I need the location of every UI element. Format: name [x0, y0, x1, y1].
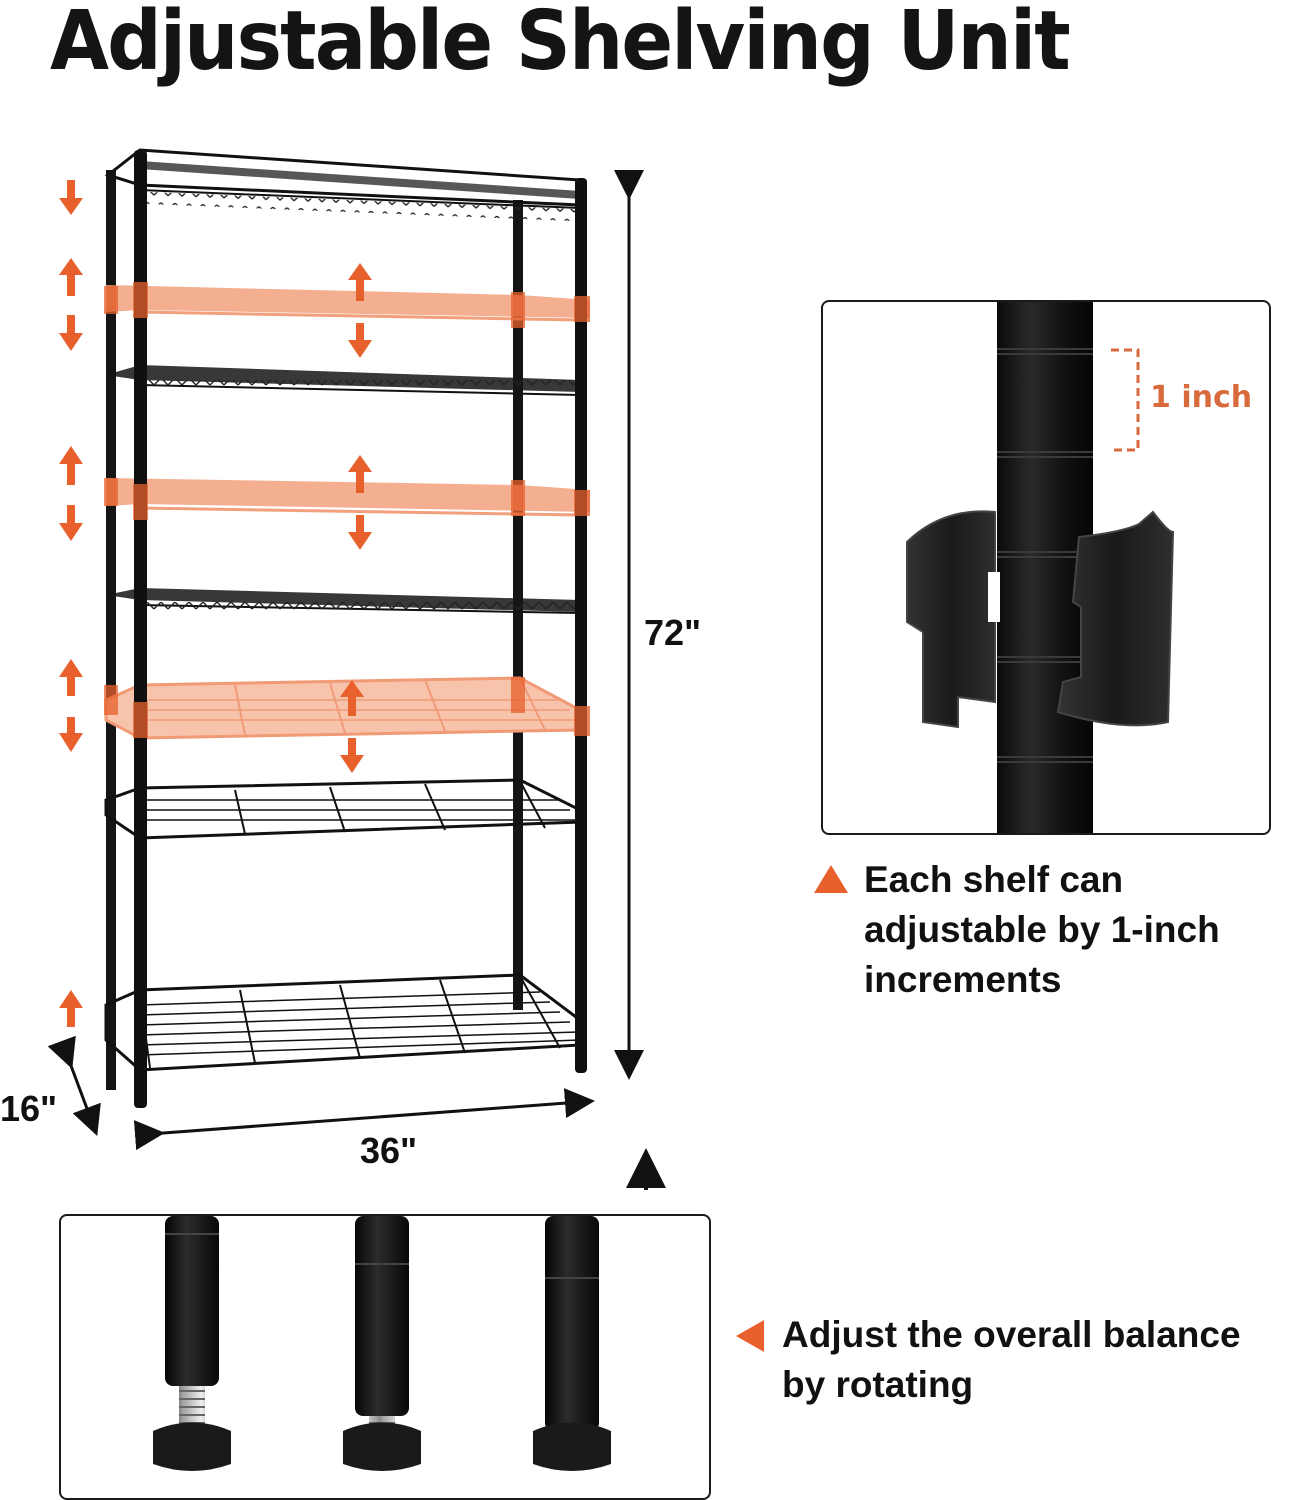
- width-dimension-label: 36": [360, 1130, 418, 1171]
- adjustable-shelf-highlight: [106, 285, 590, 322]
- depth-dimension-label: 16": [0, 1088, 58, 1129]
- pole-and-clip-illustration: [906, 302, 1175, 833]
- foot-3: [533, 1216, 611, 1471]
- triangle-left-icon: [736, 1320, 764, 1352]
- triangle-up-icon: [814, 865, 848, 893]
- caption-line: by rotating: [782, 1364, 974, 1405]
- caption-line: adjustable by 1-inch: [864, 909, 1220, 950]
- foot-2: [343, 1216, 421, 1471]
- caption-line: increments: [864, 959, 1062, 1000]
- foot-1: [153, 1216, 231, 1471]
- clip-measurement-label: 1 inch: [1150, 380, 1253, 415]
- page-title: Adjustable Shelving Unit: [50, 0, 1071, 89]
- shelf-clip-detail-panel: 1 inch: [821, 300, 1271, 835]
- adjust-arrow-icons: [59, 180, 372, 1027]
- shelf-top: [104, 148, 582, 222]
- shelving-unit-illustration: [0, 130, 760, 1190]
- height-dimension-label: 72": [644, 612, 702, 653]
- caption-line: Each shelf can: [864, 859, 1124, 900]
- shelf-adjust-caption: Each shelf can adjustable by 1-inch incr…: [864, 855, 1220, 1005]
- feet-adjust-caption: Adjust the overall balance by rotating: [782, 1310, 1241, 1410]
- caption-line: Adjust the overall balance: [782, 1314, 1241, 1355]
- leveling-feet-detail-panel: [59, 1214, 711, 1500]
- leveling-feet-illustration: [153, 1216, 611, 1471]
